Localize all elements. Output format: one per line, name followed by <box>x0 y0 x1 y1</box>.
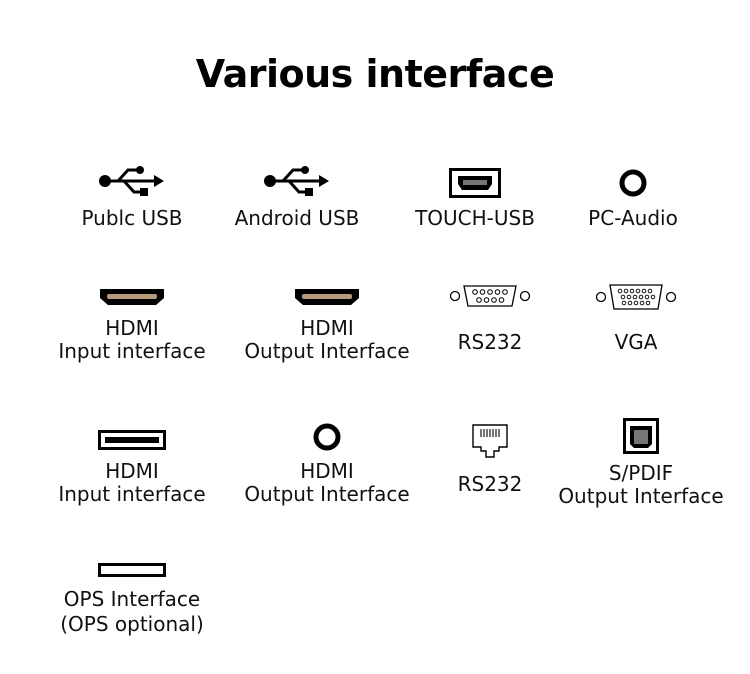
interface-label: RS232 <box>457 330 523 354</box>
interface-label: OPS Interface <box>63 587 201 611</box>
interface-label: S/PDIF <box>608 461 674 485</box>
interface-label: HDMI <box>300 316 354 340</box>
audio-jack-icon <box>232 422 422 452</box>
interface-label: Publc USB <box>81 206 183 230</box>
usb-icon <box>202 165 392 197</box>
hdmi-port-icon <box>232 287 422 307</box>
interface-sublabel: Output Interface <box>244 339 410 363</box>
interface-label: VGA <box>614 330 658 354</box>
usb-icon <box>37 165 227 197</box>
interface-sublabel: Output Interface <box>558 484 724 508</box>
interface-label: HDMI <box>105 316 159 340</box>
interface-label: TOUCH-USB <box>415 206 535 230</box>
interface-sublabel: Input interface <box>58 339 206 363</box>
interface-sublabel: Input interface <box>58 482 206 506</box>
interface-label: HDMI <box>105 459 159 483</box>
ops-slot-icon <box>37 563 227 577</box>
interface-label: RS232 <box>457 472 523 496</box>
interface-label: PC-Audio <box>588 206 678 230</box>
page-title: Various interface <box>195 52 555 96</box>
db9-port-icon <box>395 283 585 309</box>
audio-jack-icon <box>538 168 728 198</box>
hdmi-port-icon <box>37 287 227 307</box>
usb-b-port-icon <box>546 418 736 454</box>
interface-sublabel: (OPS optional) <box>60 612 204 636</box>
rj45-port-icon <box>395 423 585 459</box>
usb-a-port-icon <box>37 430 227 450</box>
interface-label: Android USB <box>234 206 360 230</box>
interface-label: HDMI <box>300 459 354 483</box>
usb-b-port-icon <box>380 168 570 198</box>
vga-port-icon <box>541 283 731 311</box>
interface-sublabel: Output Interface <box>244 482 410 506</box>
